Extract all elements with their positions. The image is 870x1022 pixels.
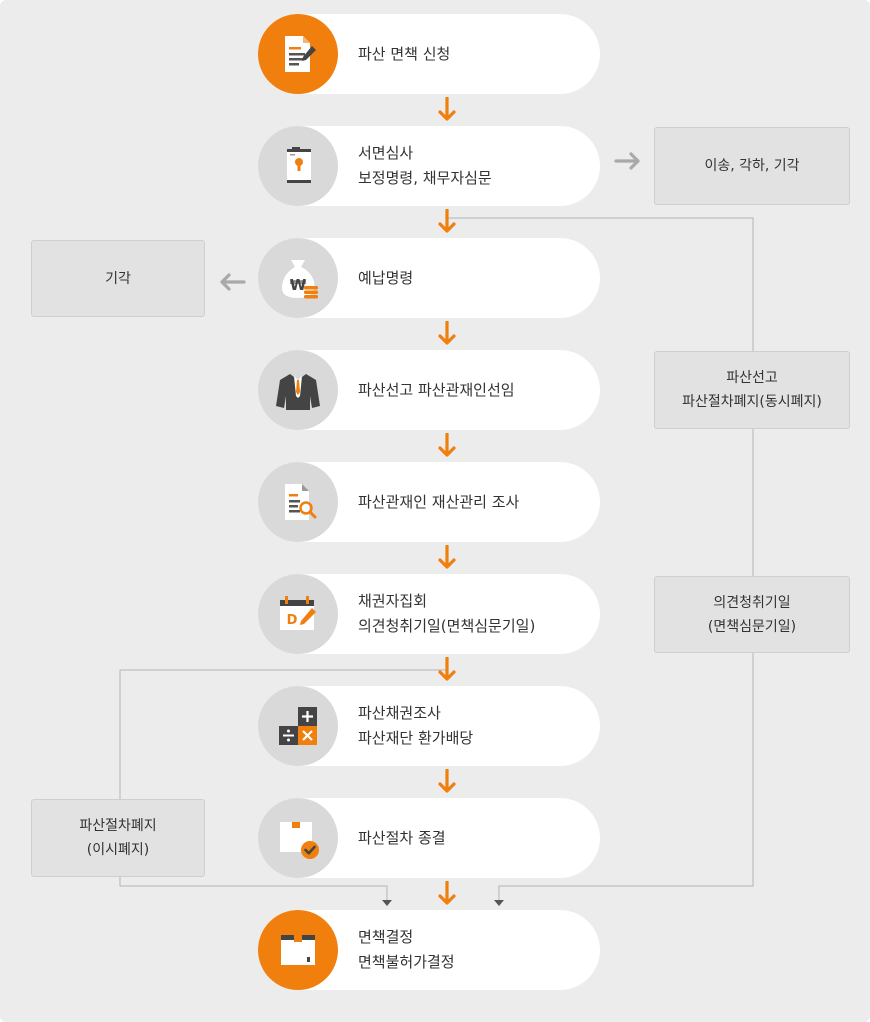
left-connector-arrowhead — [382, 900, 392, 906]
box-text-line: 의견청취기일 — [713, 594, 791, 611]
opinion-hearing-box: 의견청취기일 (면책심문기일) — [654, 576, 850, 653]
dismissal-box: 기각 — [31, 240, 205, 317]
step-trustee-investigation: 파산관재인 재산관리 조사 — [258, 462, 600, 542]
step-text-line: 예납명령 — [358, 268, 414, 287]
left-connector-line — [119, 669, 447, 900]
box-text-line: (이시폐지) — [86, 842, 150, 858]
locked-document-icon — [258, 126, 338, 206]
step-text-line: 파산 면책 신청 — [358, 44, 451, 63]
step-text-line: 채권자집회 — [358, 592, 428, 610]
svg-text:D: D — [287, 613, 298, 628]
step-bankruptcy-declaration: 파산선고 파산관재인선임 — [258, 350, 600, 430]
down-arrow-icon — [438, 881, 456, 905]
down-arrow-icon — [438, 97, 456, 121]
step-text-line: 의견청취기일(면책심문기일) — [358, 617, 536, 635]
suit-jacket-icon — [258, 350, 338, 430]
step-discharge-decision: 면책결정 면책불허가결정 — [258, 910, 600, 990]
step-prepayment-order: ₩ 예납명령 — [258, 238, 600, 318]
down-arrow-icon — [438, 433, 456, 457]
step-text-line: 파산관재인 재산관리 조사 — [358, 492, 520, 511]
calculator-icon — [258, 686, 338, 766]
box-text-line: 파산절차폐지(동시폐지) — [682, 394, 822, 410]
calendar-icon: D — [258, 574, 338, 654]
step-text-line: 파산절차 종결 — [358, 828, 446, 847]
step-text-line: 파산재단 환가배당 — [358, 729, 474, 747]
right-connector-arrowhead — [494, 900, 504, 906]
box-text-line: 기각 — [105, 270, 131, 287]
step-text-line: 면책불허가결정 — [358, 953, 455, 971]
step-bankruptcy-application: 파산 면책 신청 — [258, 14, 600, 94]
left-arrow-icon — [220, 273, 246, 291]
step-text-line: 보정명령, 채무자심문 — [358, 169, 492, 187]
application-document-icon — [258, 14, 338, 94]
step-procedure-closure: 파산절차 종결 — [258, 798, 600, 878]
simultaneous-abolition-box: 파산선고 파산절차폐지(동시폐지) — [654, 351, 850, 429]
box-text-line: 파산절차폐지 — [79, 818, 157, 834]
down-arrow-icon — [438, 657, 456, 681]
box-icon — [258, 910, 338, 990]
box-text-line: (면책심문기일) — [707, 618, 797, 635]
step-written-review: 서면심사 보정명령, 채무자심문 — [258, 126, 600, 206]
step-text-line: 파산선고 파산관재인선임 — [358, 380, 515, 399]
document-search-icon — [258, 462, 338, 542]
down-arrow-icon — [438, 545, 456, 569]
down-arrow-icon — [438, 769, 456, 793]
box-text-line: 파산선고 — [726, 370, 778, 386]
box-text-line: 이송, 각하, 기각 — [704, 158, 800, 174]
right-connector-line — [447, 217, 754, 900]
step-text-line: 서면심사 — [358, 144, 414, 162]
money-bag-icon: ₩ — [258, 238, 338, 318]
subsequent-abolition-box: 파산절차폐지 (이시폐지) — [31, 799, 205, 877]
svg-text:₩: ₩ — [290, 276, 307, 294]
step-text-line: 파산채권조사 — [358, 704, 441, 722]
right-arrow-icon — [614, 152, 640, 170]
step-claims-distribution: 파산채권조사 파산재단 환가배당 — [258, 686, 600, 766]
transfer-rejection-box: 이송, 각하, 기각 — [654, 127, 850, 205]
down-arrow-icon — [438, 209, 456, 233]
step-creditors-meeting: D 채권자집회 의견청취기일(면책심문기일) — [258, 574, 600, 654]
down-arrow-icon — [438, 321, 456, 345]
step-text-line: 면책결정 — [358, 928, 414, 946]
box-check-icon — [258, 798, 338, 878]
